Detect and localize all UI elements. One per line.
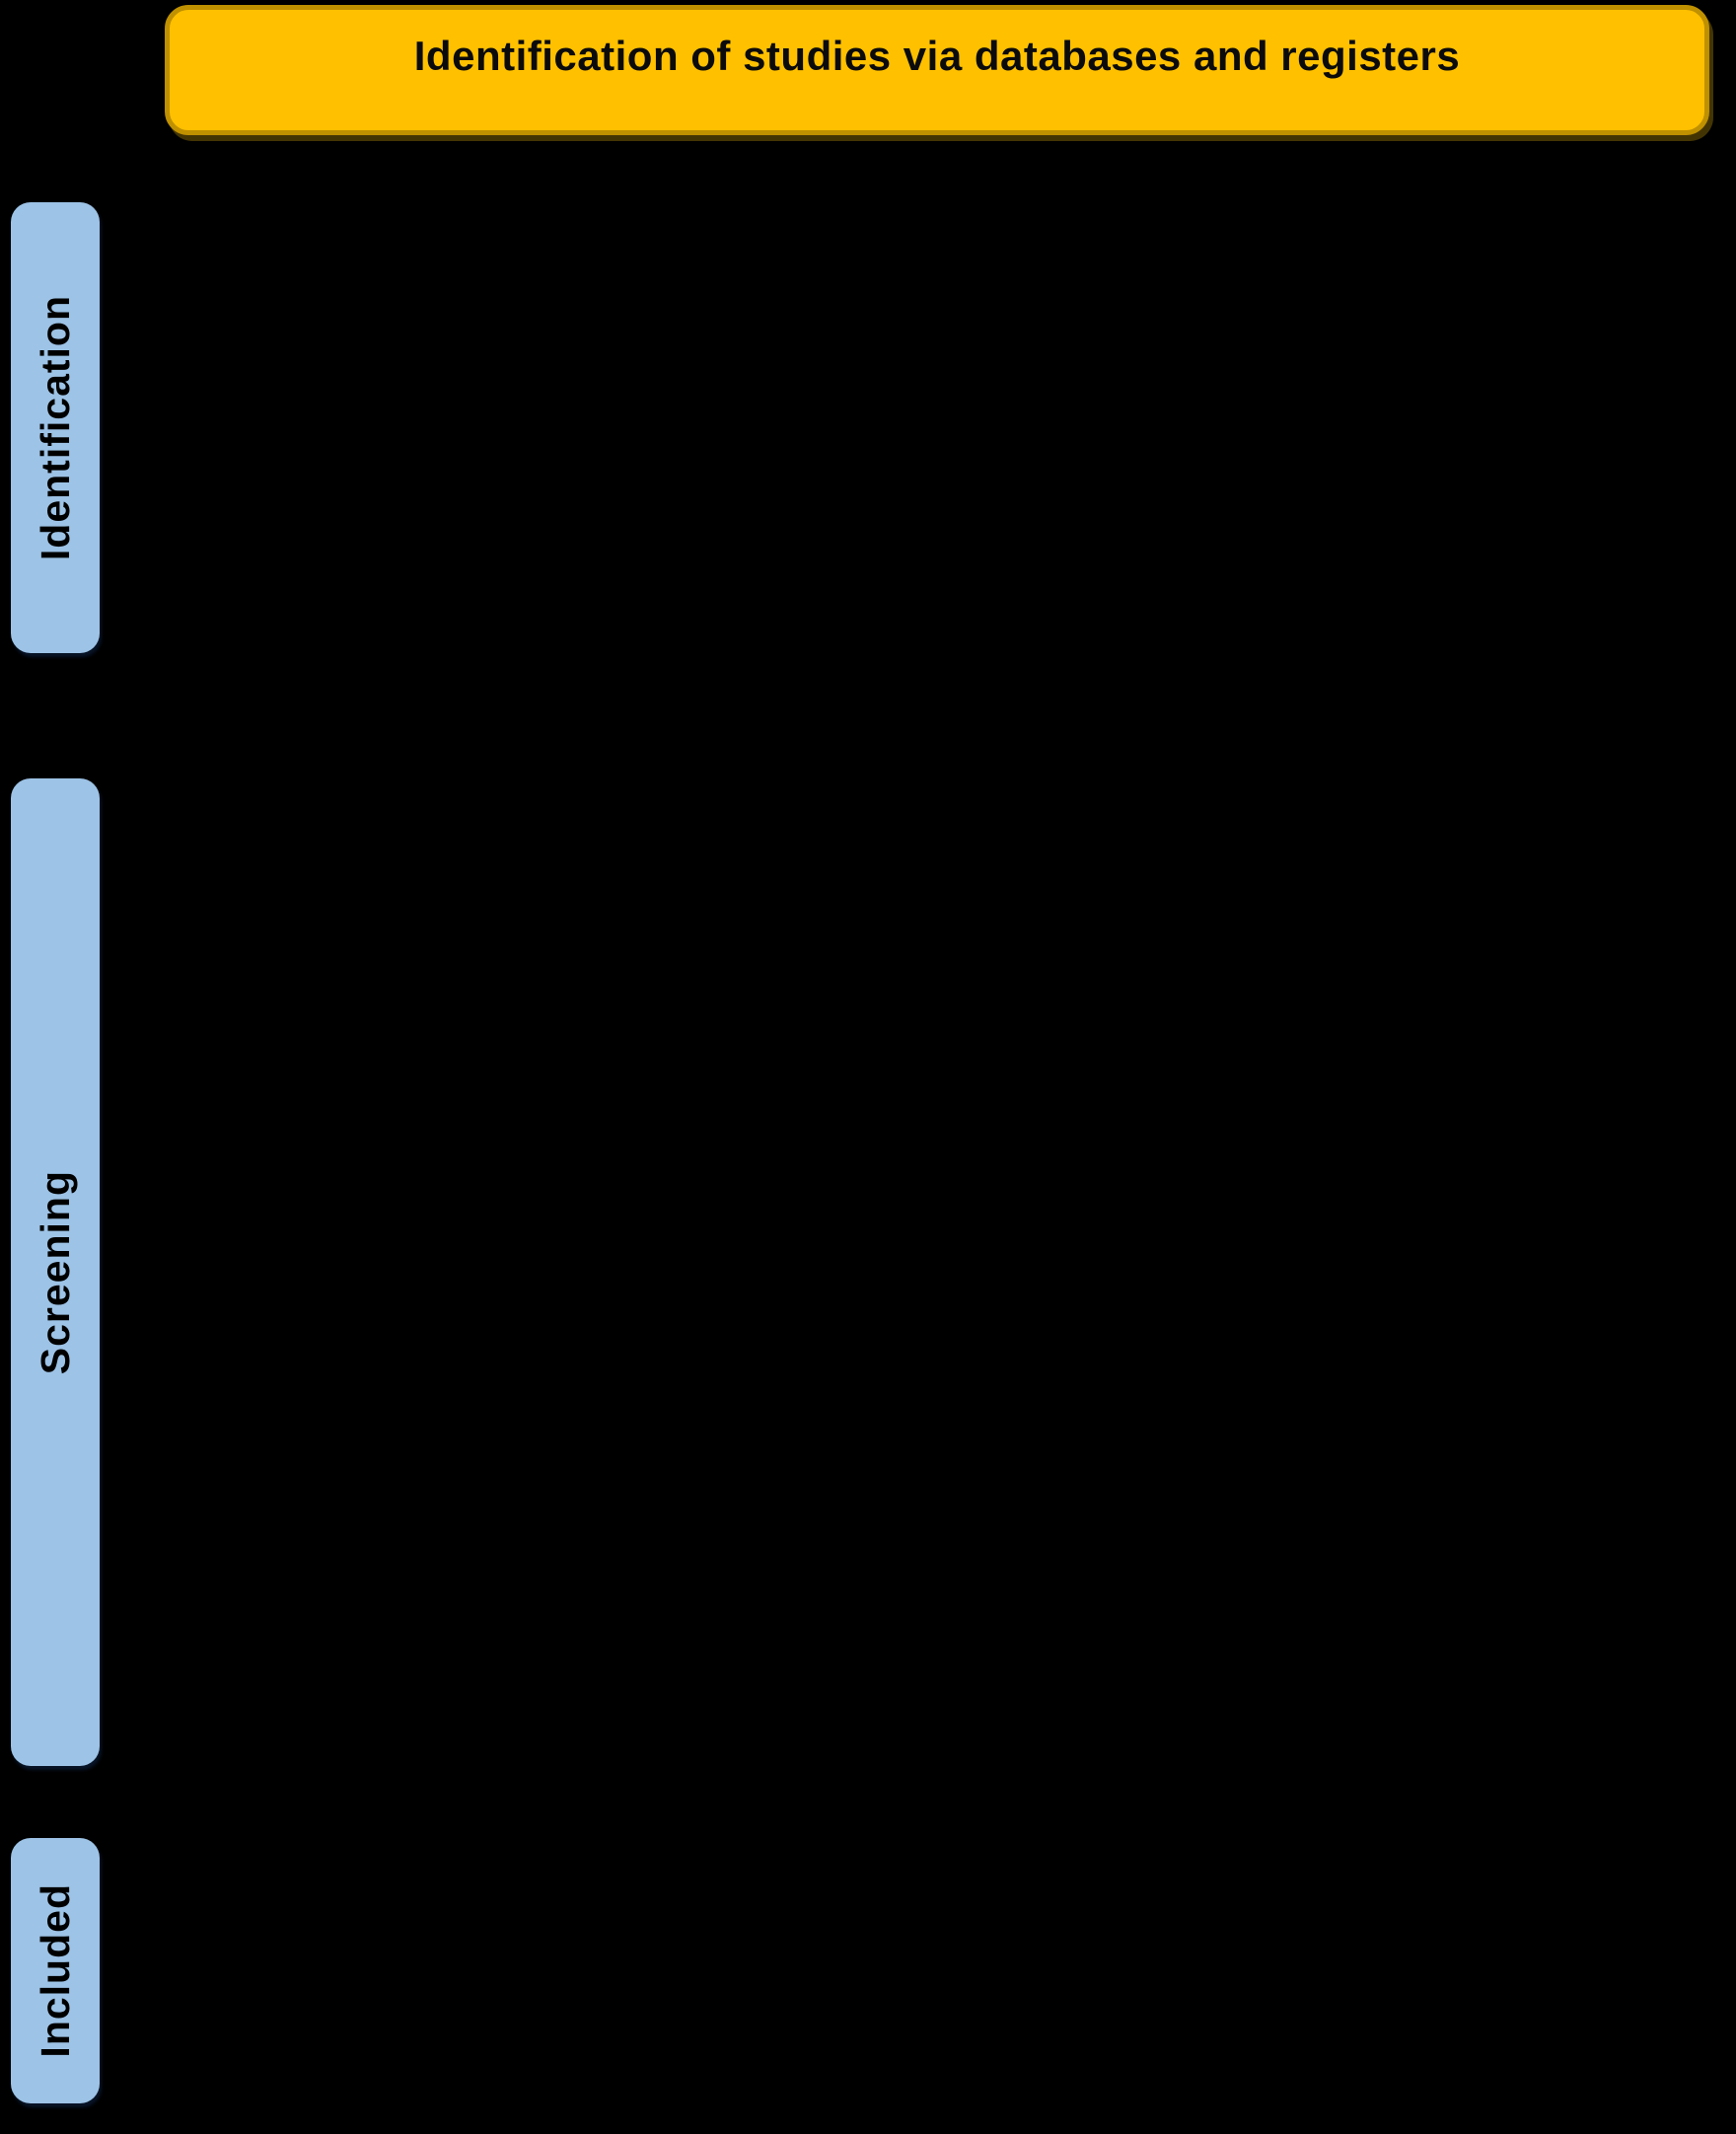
stage-tab-screening: Screening	[11, 778, 100, 1766]
stage-tab-identification: Identification	[11, 202, 100, 653]
header-banner: Identification of studies via databases …	[165, 5, 1709, 135]
header-title: Identification of studies via databases …	[413, 33, 1461, 79]
stage-tab-included: Included	[11, 1838, 100, 2103]
stage-label-included: Included	[32, 1883, 78, 2058]
stage-label-identification: Identification	[32, 294, 78, 561]
stage-label-screening: Screening	[32, 1169, 78, 1375]
